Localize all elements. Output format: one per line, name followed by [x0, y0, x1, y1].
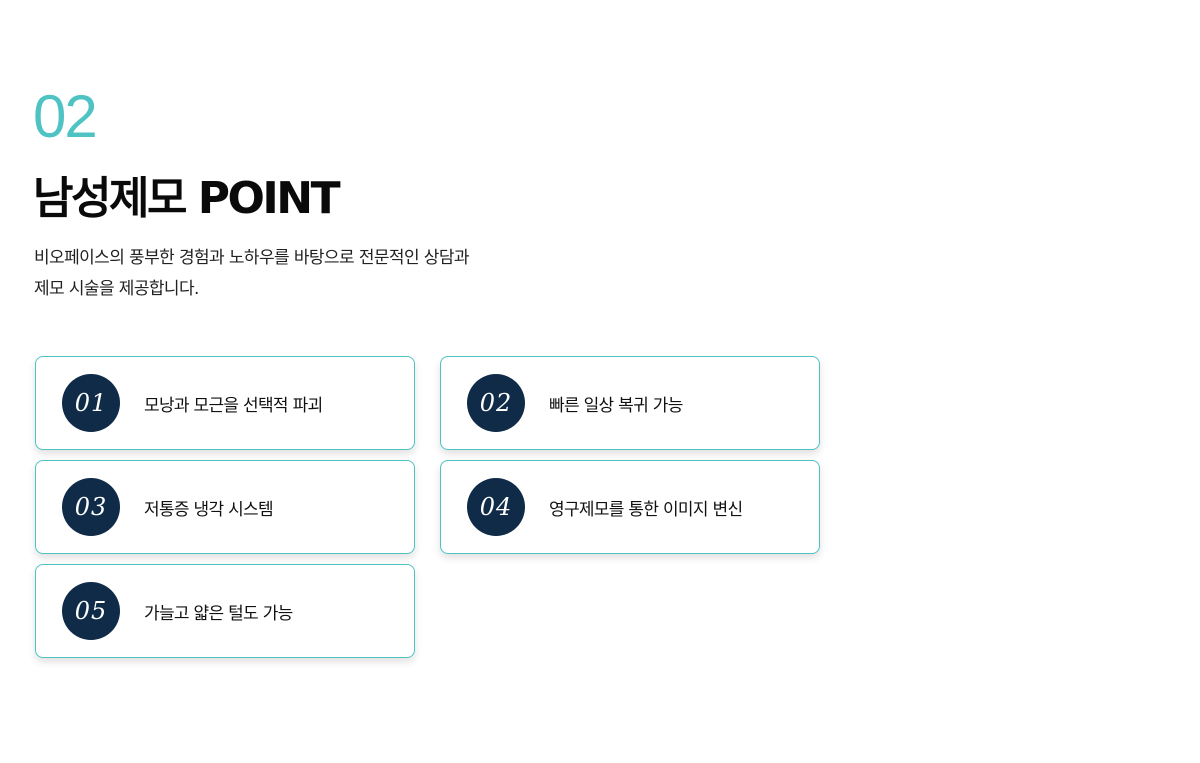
point-number-badge: 02	[467, 374, 525, 432]
point-card-02: 02 빠른 일상 복귀 가능	[440, 356, 820, 450]
section-title: 남성제모 POINT	[33, 173, 341, 224]
point-text: 빠른 일상 복귀 가능	[549, 395, 683, 416]
point-text: 영구제모를 통한 이미지 변신	[549, 499, 743, 520]
point-card-04: 04 영구제모를 통한 이미지 변신	[440, 460, 820, 554]
section-description-line: 비오페이스의 풍부한 경험과 노하우를 바탕으로 전문적인 상담과	[34, 248, 470, 268]
section-description-line: 제모 시술을 제공합니다.	[34, 279, 199, 299]
point-number-badge: 04	[467, 478, 525, 536]
point-list: 01 모낭과 모근을 선택적 파괴 02 빠른 일상 복귀 가능 03 저통증 …	[35, 356, 821, 658]
point-number-badge: 01	[62, 374, 120, 432]
point-text: 모낭과 모근을 선택적 파괴	[144, 395, 323, 416]
section-description: 비오페이스의 풍부한 경험과 노하우를 바탕으로 전문적인 상담과 제모 시술을…	[34, 243, 554, 305]
point-card-01: 01 모낭과 모근을 선택적 파괴	[35, 356, 415, 450]
point-text: 가늘고 얇은 털도 가능	[144, 603, 293, 624]
point-number-badge: 05	[62, 582, 120, 640]
point-text: 저통증 냉각 시스템	[144, 499, 274, 520]
point-card-03: 03 저통증 냉각 시스템	[35, 460, 415, 554]
point-card-05: 05 가늘고 얇은 털도 가능	[35, 564, 415, 658]
section-number: 02	[33, 83, 98, 150]
point-number-badge: 03	[62, 478, 120, 536]
